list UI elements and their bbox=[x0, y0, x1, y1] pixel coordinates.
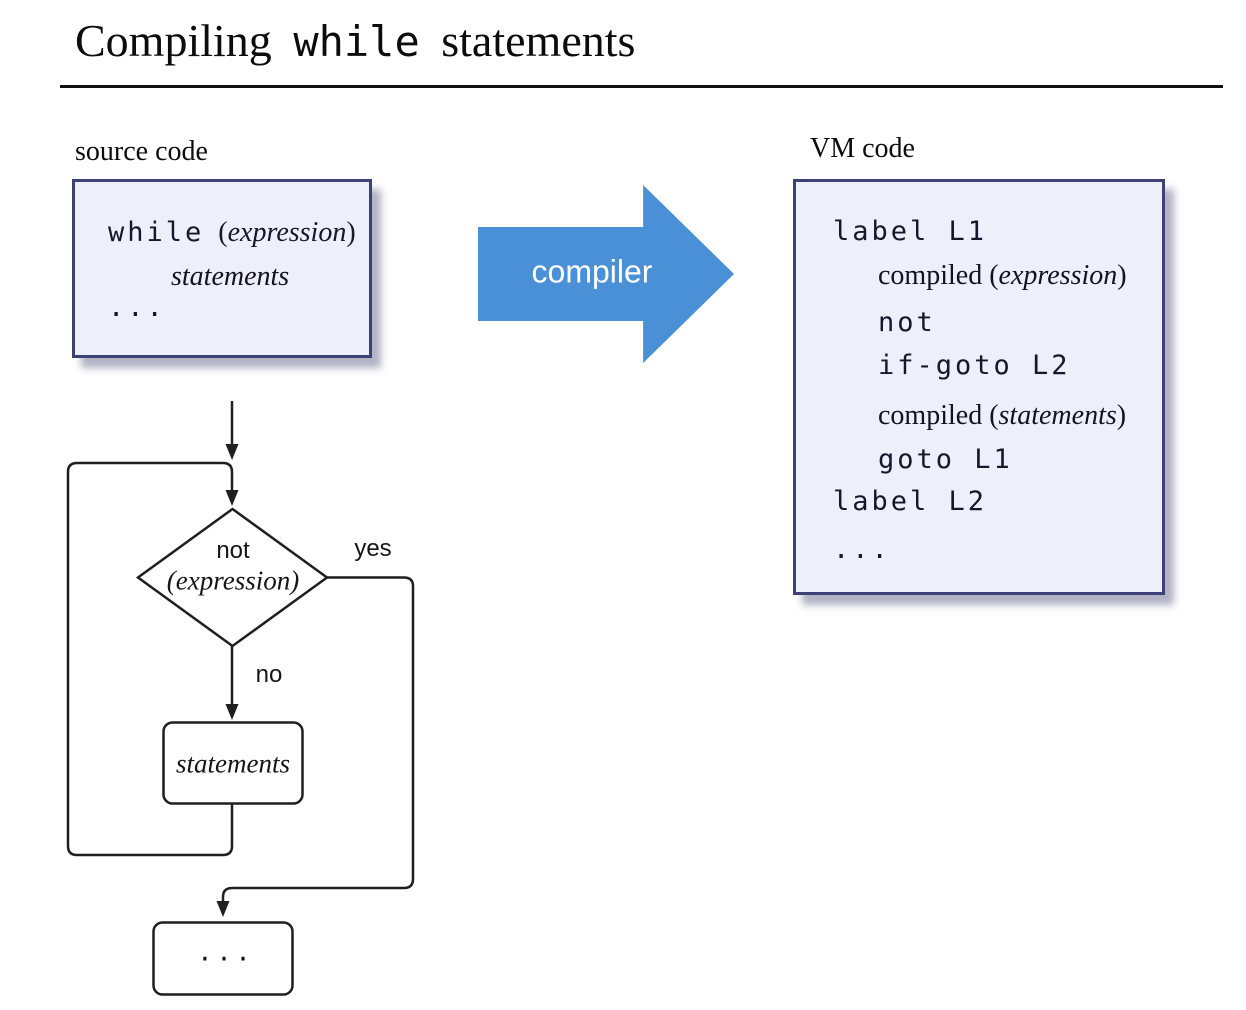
end-box-label: ... bbox=[197, 937, 255, 967]
source-line-ellipsis: ... bbox=[108, 290, 166, 326]
title-prefix: Compiling bbox=[75, 15, 272, 66]
title-code-keyword: while bbox=[293, 17, 420, 66]
page-title: Compiling while statements bbox=[75, 10, 635, 73]
source-code-heading: source code bbox=[75, 136, 208, 167]
decision-label-not: not bbox=[216, 537, 250, 564]
statements-box bbox=[162, 721, 304, 805]
open-paren: ( bbox=[218, 217, 228, 248]
vm-line-compiled-expression: compiled (expression) bbox=[878, 260, 1127, 291]
flow-no-arrowhead bbox=[225, 704, 239, 720]
flow-yes-path bbox=[221, 576, 415, 903]
flow-loop-path bbox=[66, 461, 234, 857]
expression-placeholder: expression bbox=[227, 217, 347, 248]
source-line-while: while (expression) bbox=[108, 215, 356, 251]
no-label: no bbox=[255, 661, 283, 688]
end-box bbox=[152, 921, 294, 996]
statements-box-label: statements bbox=[176, 748, 290, 779]
vm-line-ellipsis: ... bbox=[833, 534, 891, 565]
ellipsis-text: ... bbox=[108, 292, 166, 323]
source-code-panel: while (expression) statements ... bbox=[72, 179, 372, 358]
vm-line-label-l1: label L1 bbox=[833, 216, 988, 247]
while-keyword: while bbox=[108, 217, 205, 248]
title-suffix: statements bbox=[441, 15, 636, 66]
flow-entry-arrowhead bbox=[225, 444, 239, 460]
source-line-statements: statements bbox=[171, 261, 290, 292]
vm-line-not: not bbox=[878, 307, 936, 338]
title-underline bbox=[60, 85, 1223, 88]
flow-diamond-arrowhead bbox=[225, 490, 239, 506]
vm-code-panel: label L1 compiled (expression) not if-go… bbox=[793, 179, 1165, 595]
flow-end-arrowhead bbox=[216, 901, 230, 917]
vm-code-heading: VM code bbox=[810, 133, 915, 164]
compiler-arrow-label: compiler bbox=[531, 253, 653, 290]
close-paren: ) bbox=[346, 217, 356, 248]
vm-line-label-l2: label L2 bbox=[833, 486, 988, 517]
yes-label: yes bbox=[354, 535, 392, 562]
decision-label-expression: (expression) bbox=[166, 565, 300, 596]
vm-line-compiled-statements: compiled (statements) bbox=[878, 400, 1127, 431]
vm-line-if-goto: if-goto L2 bbox=[878, 350, 1071, 381]
vm-line-goto: goto L1 bbox=[878, 444, 1013, 475]
